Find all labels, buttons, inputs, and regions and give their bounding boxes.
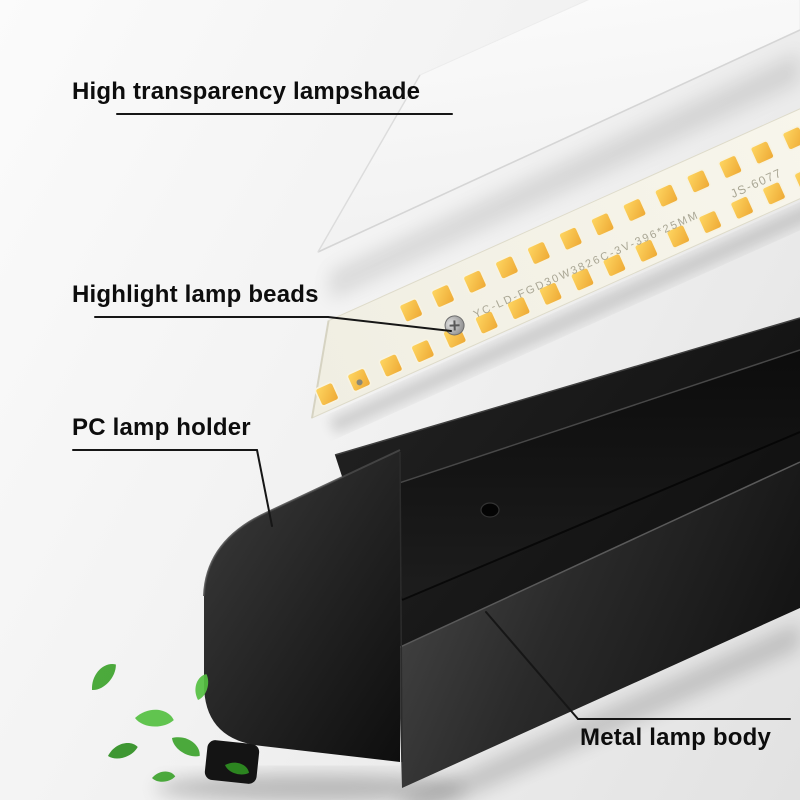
led-bead [633, 238, 659, 264]
led-bead [622, 197, 647, 223]
leaf-icon [172, 737, 200, 757]
body-front-face [398, 462, 800, 788]
led-bead [506, 295, 532, 321]
led-bead [570, 267, 595, 292]
label-lamp-holder: PC lamp holder [72, 414, 251, 441]
label-lamp-body: Metal lamp body [580, 724, 772, 751]
body-leader-line [485, 611, 579, 720]
led-bead [793, 166, 800, 192]
mounting-hole [480, 502, 500, 518]
label-lampshade: High transparency lampshade [72, 78, 421, 105]
lampshade-bottom-edge [317, 29, 800, 253]
holder-leader-line [256, 449, 273, 527]
label-lamp-beads: Highlight lamp beads [72, 281, 319, 308]
strip-end-edge [311, 320, 330, 419]
lamp-body [155, 317, 800, 800]
led-bead [314, 381, 340, 407]
led-bead [602, 252, 627, 278]
end-cap-highlight [203, 449, 401, 597]
led-bead [749, 140, 775, 165]
mounting-foot [204, 740, 260, 784]
lampshade [316, 0, 800, 300]
leaf-icon [91, 663, 116, 691]
led-bead [558, 226, 584, 252]
led-bead [410, 338, 436, 364]
leaf-icon [152, 771, 176, 782]
led-bead [430, 283, 456, 309]
body-channel [372, 350, 800, 600]
led-strip: YC-LD-FGD30W3826C-3V-396*25MM JS-6077 [311, 96, 800, 434]
led-bead [462, 269, 488, 295]
led-bead [590, 211, 616, 237]
led-bead [538, 281, 563, 307]
led-bead [654, 183, 679, 209]
strip-shadow [328, 177, 800, 434]
leaf-icon [108, 743, 138, 759]
led-bead [474, 310, 500, 335]
leaves [91, 663, 249, 782]
led-bead [398, 298, 424, 323]
lampshade-end-edge [317, 74, 421, 253]
led-bead [729, 195, 755, 221]
annotation-lines [72, 113, 791, 720]
leaf-icon [135, 709, 174, 727]
lampshade-shadow [330, 52, 800, 300]
channel-back-edge [371, 349, 800, 493]
led-row-bottom [314, 166, 800, 407]
body-back-edge [334, 317, 800, 456]
led-bead [494, 254, 520, 280]
led-bead [526, 240, 552, 266]
leaf-icon [195, 674, 209, 700]
led-bead [665, 224, 691, 249]
cap-body-seam [399, 451, 403, 763]
led-bead [697, 209, 723, 235]
solder-dot [356, 379, 363, 386]
body-front-top-edge [397, 461, 800, 649]
leaf-icon [225, 762, 249, 775]
led-bead [761, 180, 787, 206]
body-shadow [402, 622, 800, 800]
led-bead [686, 168, 711, 194]
beads-leader-line [327, 316, 452, 332]
end-cap [204, 450, 400, 762]
channel-front-edge [401, 431, 800, 601]
led-bead [378, 353, 404, 378]
led-bead [717, 154, 743, 180]
